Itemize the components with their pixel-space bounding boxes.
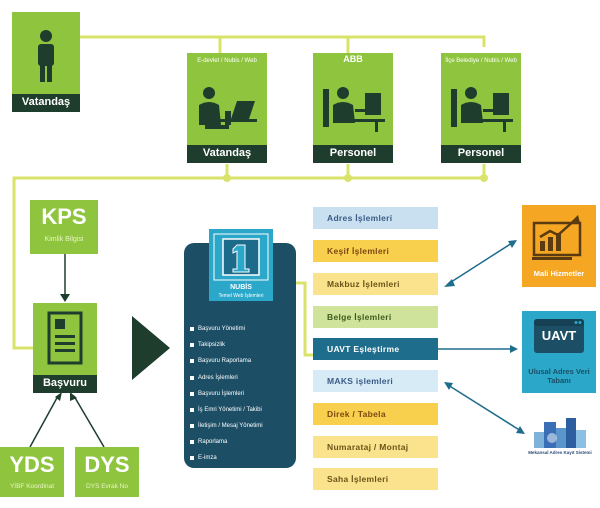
- uavt-box: UAVT Ulusal Adres Veri Tabanı: [522, 311, 596, 393]
- operation-pole-sign: Direk / Tabela: [313, 403, 438, 425]
- nubis-menu-item: E-imza: [190, 455, 217, 461]
- kps-subtitle: Kimlik Bilgisi: [44, 236, 84, 243]
- kps-box: KPS Kimlik Bilgisi: [30, 200, 98, 254]
- operation-receipt: Makbuz İşlemleri: [313, 273, 438, 295]
- operation-discovery: Keşif İşlemleri: [313, 240, 438, 262]
- city-buildings-icon: [534, 418, 586, 448]
- operation-maks: MAKS işlemleri: [313, 370, 438, 392]
- operation-uavt: UAVT Eşleştirme İşlemleri: [313, 338, 438, 376]
- channel-district-box: İlçe Belediye / Nubis / Web: [441, 53, 521, 145]
- channel-label: Personel: [313, 145, 393, 163]
- operation-numbering: Numarataj / Montaj: [313, 436, 438, 458]
- channel-abb-box: ABB: [313, 53, 393, 145]
- flow-arrow: [132, 316, 170, 380]
- channel-label: Vatandaş: [187, 145, 267, 163]
- uavt-label: Ulusal Adres Veri Tabanı: [528, 367, 590, 385]
- nubis-menu-item: Adres İşlemleri: [190, 375, 238, 381]
- form-document-icon: [47, 311, 83, 365]
- number-one-icon: [213, 233, 269, 281]
- dys-title: DYS: [84, 452, 130, 477]
- channel-header: ABB: [343, 54, 363, 64]
- yds-box: YDS YİBF Koordinat: [0, 447, 64, 497]
- citizen-box: [12, 12, 80, 94]
- nubis-menu-item: Takipsizlik: [189, 342, 226, 348]
- nubis-menu-item: Başvuru Raporlama: [189, 358, 252, 364]
- application-label: Başvuru: [33, 375, 97, 393]
- operation-field: Saha İşlemleri: [313, 468, 438, 490]
- financial-services-label: Mali Hizmetler: [533, 269, 585, 278]
- chart-monitor-icon: [532, 215, 582, 260]
- dys-subtitle: DYS Evrak No: [86, 483, 128, 490]
- nubis-menu-item: Başvuru İşlemleri: [189, 391, 245, 397]
- nubis-menu-item: Başvuru Yönetimi: [190, 326, 245, 332]
- nubis-menu-item: İletişim / Mesaj Yönetimi: [190, 423, 263, 429]
- dys-box: DYS DYS Evrak No: [75, 447, 139, 497]
- maks-logo: Mekansal Adres Kayıt Sistemi: [524, 410, 596, 464]
- channel-label: Personel: [441, 145, 521, 163]
- nubis-menu-item: İş Emri Yönetimi / Takibi: [190, 407, 262, 413]
- maks-label: Mekansal Adres Kayıt Sistemi: [528, 450, 592, 455]
- nubis-logo: NUBİS Temel Web İşlemleri: [209, 229, 273, 301]
- laptop-user-icon: [199, 87, 257, 129]
- uavt-screen-label: UAVT: [541, 328, 577, 343]
- channel-header: İlçe Belediye / Nubis / Web: [445, 58, 517, 64]
- nubis-subtitle: Temel Web İşlemleri: [218, 293, 264, 299]
- desk-worker-icon: [323, 87, 385, 132]
- kps-title: KPS: [41, 204, 87, 229]
- operation-document: Belge İşlemleri: [313, 306, 438, 328]
- channel-citizen-box: E-devlet / Nubis / Web: [187, 53, 267, 145]
- person-icon: [38, 30, 54, 82]
- operation-address: Adres İşlemleri: [313, 207, 438, 229]
- application-box: [33, 303, 97, 375]
- yds-title: YDS: [9, 452, 55, 477]
- database-window-icon: [534, 319, 584, 353]
- desk-worker-icon: [451, 87, 513, 132]
- citizen-label: Vatandaş: [12, 94, 80, 112]
- financial-services-box: Mali Hizmetler: [522, 205, 596, 287]
- channel-header: E-devlet / Nubis / Web: [197, 58, 257, 64]
- nubis-title: NUBİS: [230, 284, 252, 291]
- nubis-menu-item: Raporlama: [189, 439, 228, 445]
- yds-subtitle: YİBF Koordinat: [9, 483, 55, 490]
